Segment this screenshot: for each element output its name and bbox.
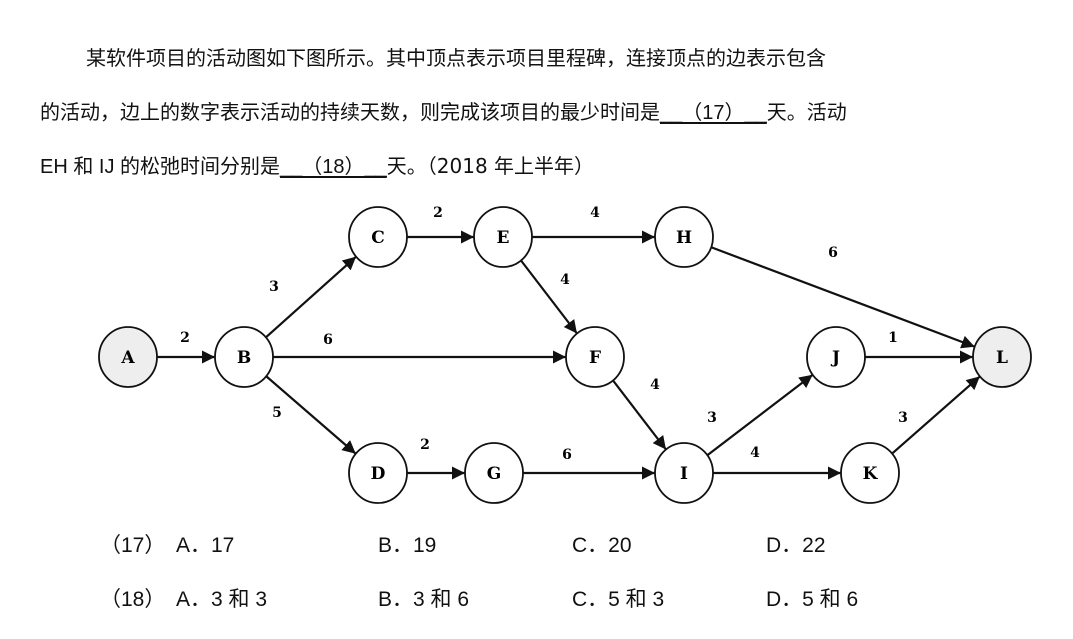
node-E: E [473,206,533,268]
question-line-1: 某软件项目的活动图如下图所示。其中顶点表示项目里程碑，连接顶点的边表示包含 [86,46,826,70]
edge-duration-label: 3 [269,279,279,295]
q17-option-b[interactable]: B．19 [378,534,437,557]
edge-duration-label: 4 [650,377,660,393]
node-D: D [348,442,408,504]
node-circle [972,326,1032,388]
node-circle [98,326,158,388]
edge-duration-label: 3 [898,410,908,426]
node-circle [214,326,274,388]
q17-option-c[interactable]: C．20 [572,534,632,557]
node-label: I [680,464,688,484]
node-label: A [120,348,135,368]
edge-duration-label: 1 [888,330,898,346]
node-H: H [654,206,714,268]
question-text: 天。（2018 年上半年） [386,154,595,178]
edge-H-L [710,246,976,349]
q18-option-c[interactable]: C．5 和 3 [572,588,665,611]
node-L: L [972,326,1032,388]
node-circle [348,442,408,504]
question-text: 天。活动 [766,100,847,124]
node-J: J [806,326,866,388]
node-F: F [565,326,625,388]
edge-duration-label: 6 [828,245,838,261]
node-label: F [589,348,601,368]
edge-duration-label: 4 [590,205,600,221]
q17-number: （17） [100,534,166,557]
edge-K-L [891,375,981,455]
question-line-2: 的活动，边上的数字表示活动的持续天数，则完成该项目的最少时间是__（17）__天… [40,96,847,125]
node-circle [464,442,524,504]
edge-duration-label: 2 [420,437,430,453]
q17-option-a[interactable]: A．17 [176,534,235,557]
q18-option-a[interactable]: A．3 和 3 [176,588,268,611]
question-line-3: EH 和 IJ 的松弛时间分别是__（18）__天。（2018 年上半年） [40,150,594,179]
node-I: I [654,442,714,504]
node-K: K [840,442,900,504]
node-circle [806,326,866,388]
node-label: L [996,348,1008,368]
q18-option-b[interactable]: B．3 和 6 [378,588,470,611]
edge-duration-label: 4 [750,445,760,461]
edge-I-J [706,373,814,457]
q18-option-d[interactable]: D．5 和 6 [766,588,859,611]
edge-duration-label: 4 [560,272,570,288]
edge-duration-label: 3 [707,410,717,426]
edge-duration-label: 6 [562,447,572,463]
node-label: H [676,228,692,248]
node-label: B [237,348,251,368]
blank-18: __（18）__ [280,156,387,178]
edge-duration-label: 5 [272,405,282,421]
node-label: C [371,228,385,248]
edge-B-D [265,375,357,455]
node-circle [654,442,714,504]
node-B: B [214,326,274,388]
edge-F-I [612,379,667,451]
question-text: EH 和 IJ 的松弛时间分别是 [40,156,281,178]
q17-option-d[interactable]: D．22 [766,534,826,557]
node-label: E [497,228,510,248]
edge-duration-label: 2 [433,205,443,221]
node-circle [654,206,714,268]
node-G: G [464,442,524,504]
q18-number: （18） [100,588,166,611]
blank-17: __（17）__ [660,102,767,124]
node-A: A [98,326,158,388]
edge-E-F [520,259,578,335]
node-label: K [863,464,879,484]
node-circle [840,442,900,504]
edge-duration-label: 6 [323,332,333,348]
node-label: J [830,348,840,368]
node-circle [473,206,533,268]
node-C: C [348,206,408,268]
node-circle [565,326,625,388]
question-text: 的活动，边上的数字表示活动的持续天数，则完成该项目的最少时间是 [40,100,660,124]
node-circle [348,206,408,268]
edge-duration-label: 2 [180,330,190,346]
edge-B-C [265,255,357,339]
node-label: D [371,464,386,484]
node-label: G [487,464,502,484]
